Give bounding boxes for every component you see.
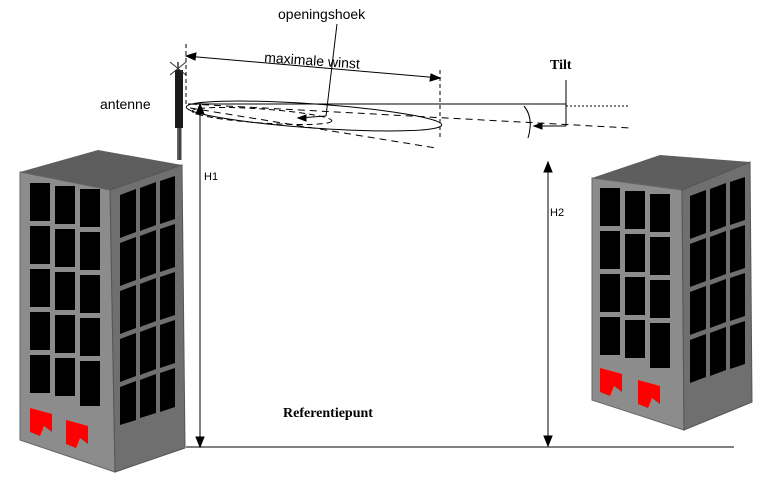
left-building-door [66, 420, 88, 448]
maximale-winst-arrow-line [185, 55, 441, 79]
openingshoek-label: openingshoek [278, 6, 366, 22]
maximale-winst-label: maximale winst [264, 49, 361, 72]
right-building-front-windows [600, 188, 670, 368]
main-lobe [185, 100, 443, 132]
referentiepunt-label: Referentiepunt [283, 406, 373, 421]
antenna-cross [169, 61, 187, 76]
tilt-pointer [523, 80, 567, 139]
left-building-front-windows [30, 183, 100, 406]
antenna-beam [185, 100, 631, 149]
left-building-doors [30, 408, 88, 448]
right-building-doors [600, 368, 660, 408]
antenne-label: antenne [100, 96, 151, 112]
openingshoek-pointer [296, 23, 338, 122]
right-building-roof [592, 155, 750, 190]
h1-dimension [195, 102, 205, 449]
tilt-label: Tilt [550, 58, 572, 73]
right-building-side-windows [690, 177, 745, 383]
h2-dimension [543, 160, 553, 448]
antenna [169, 61, 187, 160]
left-building [19, 150, 186, 473]
opening-angle-line-upper [189, 103, 631, 129]
inner-lobe [191, 106, 333, 126]
h2-label: H2 [550, 207, 564, 219]
maximale-winst-dimension [184, 44, 442, 140]
opening-angle-line-lower [189, 107, 437, 149]
right-building-door [600, 368, 622, 396]
left-building-door [30, 408, 52, 436]
right-building [591, 155, 753, 431]
left-building-side-windows [120, 176, 175, 425]
right-building-door [638, 380, 660, 408]
h1-label: H1 [204, 171, 218, 183]
antenna-panel [175, 70, 183, 128]
